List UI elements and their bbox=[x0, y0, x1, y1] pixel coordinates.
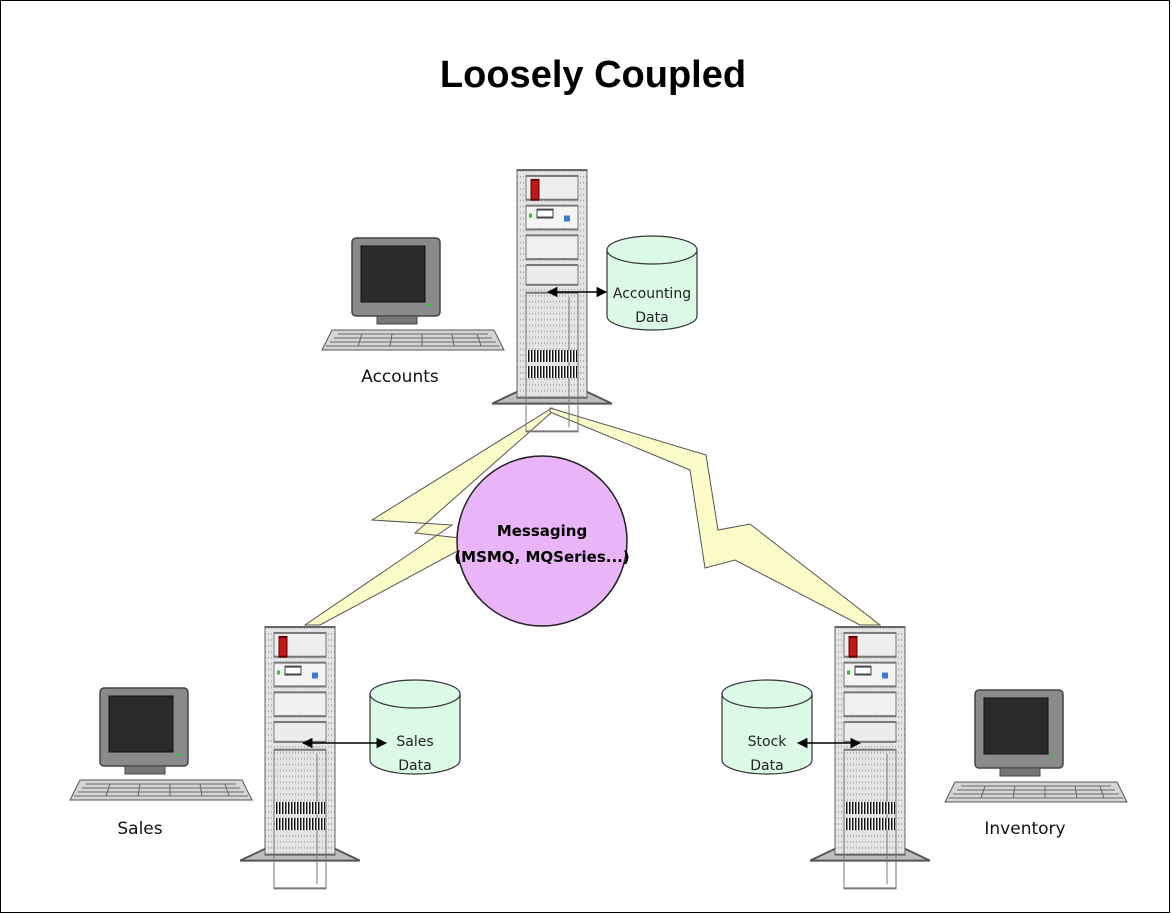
inventory-server-vents bbox=[845, 802, 895, 830]
diagram-title: Loosely Coupled bbox=[440, 54, 746, 96]
inventory-label: Inventory bbox=[984, 819, 1065, 839]
sales-db-label: Sales bbox=[396, 734, 433, 750]
stock-db-sublabel: Data bbox=[750, 758, 783, 774]
lightning-bolt-inventory-link bbox=[549, 407, 882, 626]
accounts-server bbox=[491, 169, 613, 433]
messaging-circle bbox=[456, 455, 628, 627]
stock-db-label: Stock bbox=[748, 734, 788, 750]
inventory-server bbox=[809, 626, 931, 890]
accounting-db-label: Accounting bbox=[613, 286, 691, 302]
sales-db-sublabel: Data bbox=[398, 758, 431, 774]
sales-server bbox=[239, 626, 361, 890]
accounts-server-vents bbox=[527, 350, 577, 378]
messaging-label: Messaging bbox=[497, 522, 587, 540]
accounts-desktop bbox=[321, 237, 505, 351]
accounting-db-sublabel: Data bbox=[635, 310, 668, 326]
sales-label: Sales bbox=[117, 819, 162, 839]
lightning-bolt-sales-link bbox=[303, 407, 553, 626]
inventory-desktop bbox=[944, 689, 1128, 803]
sales-desktop bbox=[69, 687, 253, 801]
sales-server-vents bbox=[275, 802, 325, 830]
messaging-sublabel: (MSMQ, MQSeries...) bbox=[454, 548, 629, 566]
accounts-label: Accounts bbox=[361, 367, 439, 387]
